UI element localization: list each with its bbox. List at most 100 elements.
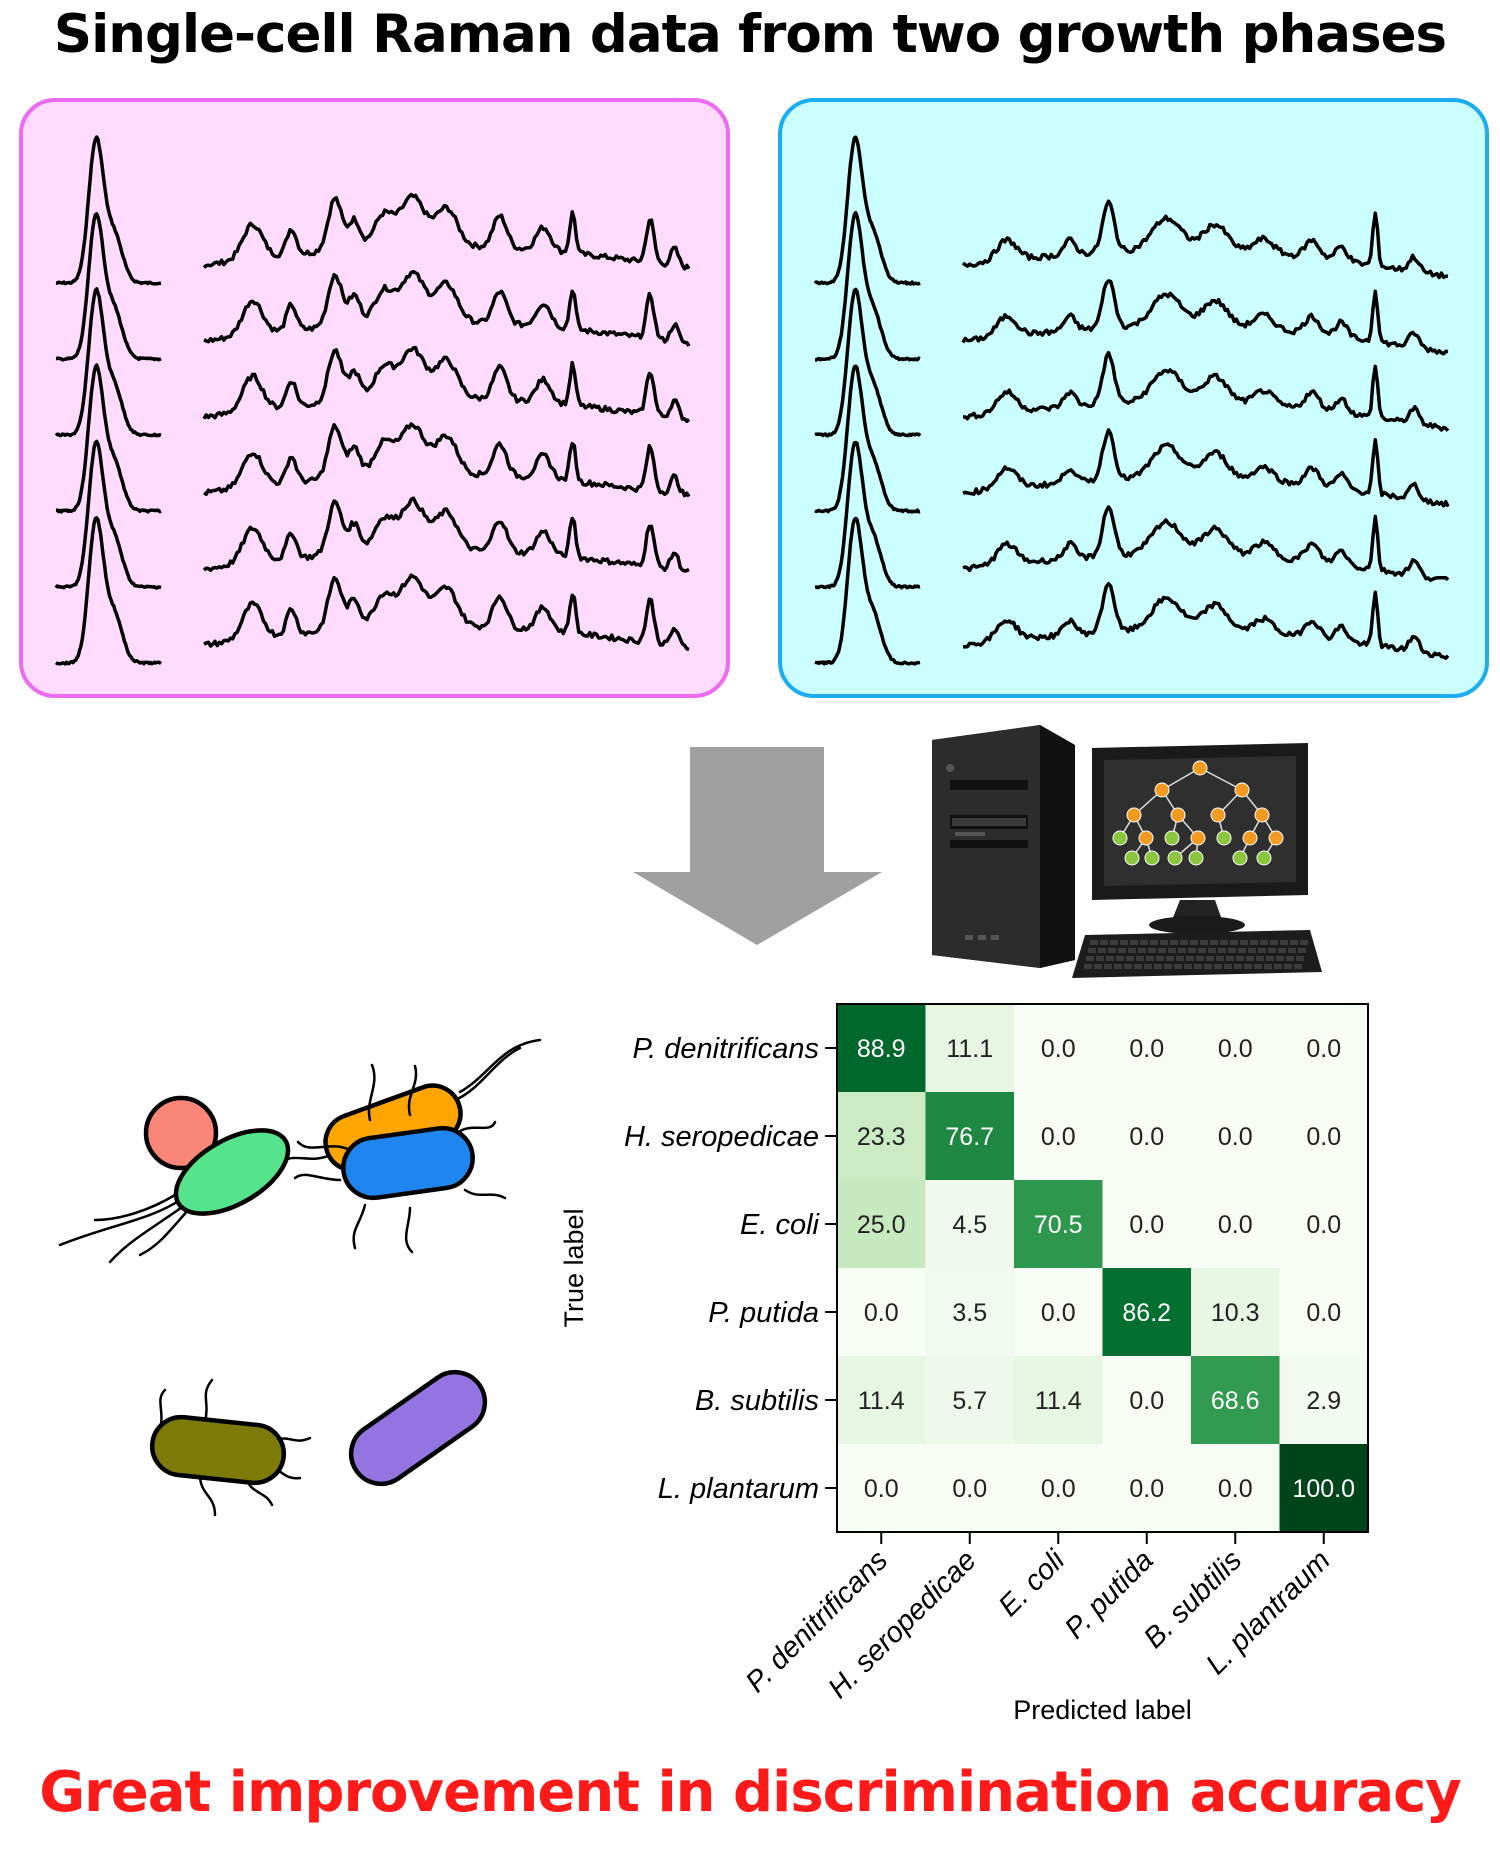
matrix-cell xyxy=(1279,1004,1369,1093)
raman-peak-spectrum xyxy=(814,516,921,666)
matrix-cell xyxy=(1102,1268,1192,1357)
matrix-cell-value: 0.0 xyxy=(1306,1123,1341,1151)
matrix-cell xyxy=(1191,1356,1280,1445)
matrix-cell xyxy=(1191,1180,1280,1269)
matrix-cell-value: 11.4 xyxy=(858,1387,905,1415)
y-tick-label: P. denitrificans xyxy=(633,1033,819,1065)
x-tick-label: E. coli xyxy=(993,1543,1073,1623)
down-arrow-icon xyxy=(633,747,882,945)
x-axis-label: Predicted label xyxy=(1013,1695,1192,1725)
decision-tree-icon xyxy=(1112,760,1284,866)
matrix-cell xyxy=(837,1268,926,1357)
matrix-cell xyxy=(1279,1356,1369,1445)
raman-spectra-group-2 xyxy=(813,135,1450,666)
raman-peak-spectrum xyxy=(813,135,921,286)
matrix-cell-value: 0.0 xyxy=(864,1475,899,1503)
matrix-cell-value: 23.3 xyxy=(857,1123,906,1151)
raman-fingerprint-spectrum xyxy=(203,573,690,652)
computer-tower-icon xyxy=(932,725,1075,968)
matrix-cell-value: 100.0 xyxy=(1292,1475,1355,1503)
matrix-cell xyxy=(1102,1444,1192,1533)
matrix-cell-value: 0.0 xyxy=(1041,1299,1076,1327)
matrix-cell-value: 2.9 xyxy=(1306,1387,1341,1415)
raman-peak-spectrum xyxy=(55,212,162,362)
matrix-cell-value: 0.0 xyxy=(864,1299,899,1327)
matrix-cell-value: 5.7 xyxy=(952,1387,987,1415)
raman-fingerprint-spectrum xyxy=(202,192,691,271)
raman-peak-spectrum xyxy=(55,516,163,666)
raman-peak-spectrum xyxy=(55,363,162,514)
matrix-cell xyxy=(1014,1004,1103,1093)
matrix-cell-value: 0.0 xyxy=(1041,1035,1076,1063)
raman-peak-spectrum xyxy=(814,364,921,514)
y-tick-label: H. seropedicae xyxy=(624,1121,819,1153)
raman-fingerprint-spectrum xyxy=(202,496,690,573)
raman-fingerprint-spectrum xyxy=(203,269,691,347)
matrix-cell xyxy=(925,1180,1015,1269)
matrix-cell xyxy=(1014,1268,1103,1357)
matrix-cell xyxy=(1191,1268,1280,1357)
matrix-cell xyxy=(1279,1268,1369,1357)
matrix-cell xyxy=(837,1092,926,1181)
bacteria-icon xyxy=(173,1128,291,1216)
matrix-cell xyxy=(1191,1444,1280,1533)
matrix-cell-value: 0.0 xyxy=(1129,1211,1164,1239)
matrix-cell-value: 4.5 xyxy=(952,1211,987,1239)
computer-icon xyxy=(932,725,1322,978)
confusion-matrix: 88.9 11.1 0.0 0.0 0.0 0.0 23.3 76.7 0.0 0.0 0.0 0.0… xyxy=(559,1003,1369,1725)
matrix-cell xyxy=(837,1444,926,1533)
matrix-cell xyxy=(1191,1004,1280,1093)
matrix-cell-value: 0.0 xyxy=(1306,1035,1341,1063)
matrix-cell xyxy=(837,1180,926,1269)
raman-fingerprint-spectrum xyxy=(962,350,1450,432)
raman-peak-spectrum xyxy=(814,287,922,438)
raman-fingerprint-spectrum xyxy=(961,279,1449,356)
matrix-cell-value: 0.0 xyxy=(1218,1123,1253,1151)
matrix-cell-value: 0.0 xyxy=(1129,1387,1164,1415)
matrix-cell-value: 0.0 xyxy=(1129,1475,1164,1503)
matrix-cell-value: 25.0 xyxy=(857,1211,906,1239)
page-title: Single-cell Raman data from two growth p… xyxy=(53,4,1447,65)
y-tick-label: L. plantarum xyxy=(658,1473,819,1505)
raman-peak-spectrum xyxy=(55,135,162,286)
raman-peak-spectrum xyxy=(814,440,921,590)
bacteria-icon xyxy=(341,1125,475,1201)
bacteria-icon xyxy=(143,1095,219,1171)
matrix-cell xyxy=(1014,1180,1103,1269)
raman-fingerprint-spectrum xyxy=(961,199,1449,280)
matrix-cell xyxy=(1102,1180,1192,1269)
matrix-cell xyxy=(925,1444,1015,1533)
matrix-cell-value: 11.1 xyxy=(946,1035,993,1063)
raman-peak-spectrum xyxy=(54,439,162,590)
matrix-cell xyxy=(1014,1444,1103,1533)
matrix-cell xyxy=(925,1004,1015,1093)
matrix-cell xyxy=(1102,1004,1192,1093)
bacteria-illustrations xyxy=(58,1038,542,1517)
matrix-cell-value: 3.5 xyxy=(952,1299,987,1327)
raman-peak-spectrum xyxy=(814,210,921,362)
matrix-cell xyxy=(925,1092,1015,1181)
matrix-cell-value: 76.7 xyxy=(945,1123,994,1151)
matrix-cell-value: 0.0 xyxy=(1218,1475,1253,1503)
matrix-cell-value: 88.9 xyxy=(857,1035,906,1063)
matrix-cell xyxy=(837,1004,926,1093)
y-axis-label: True label xyxy=(559,1208,589,1327)
matrix-cell xyxy=(1191,1092,1280,1181)
matrix-cell-value: 0.0 xyxy=(1129,1035,1164,1063)
matrix-cell-value: 0.0 xyxy=(1218,1035,1253,1063)
matrix-cell xyxy=(1102,1092,1192,1181)
bacteria-icon xyxy=(348,1369,488,1487)
raman-fingerprint-spectrum xyxy=(962,505,1450,582)
matrix-cell xyxy=(925,1356,1015,1445)
raman-fingerprint-spectrum xyxy=(962,428,1450,508)
matrix-cell xyxy=(1014,1092,1103,1181)
matrix-border xyxy=(836,1003,1369,1533)
matrix-cell-value: 0.0 xyxy=(1041,1475,1076,1503)
raman-fingerprint-spectrum xyxy=(962,582,1450,660)
raman-fingerprint-spectrum xyxy=(202,345,691,424)
matrix-cell-value: 11.4 xyxy=(1035,1387,1082,1415)
y-tick-label: P. putida xyxy=(708,1297,819,1329)
keyboard-icon xyxy=(1072,930,1322,978)
matrix-cell-value: 0.0 xyxy=(1306,1211,1341,1239)
